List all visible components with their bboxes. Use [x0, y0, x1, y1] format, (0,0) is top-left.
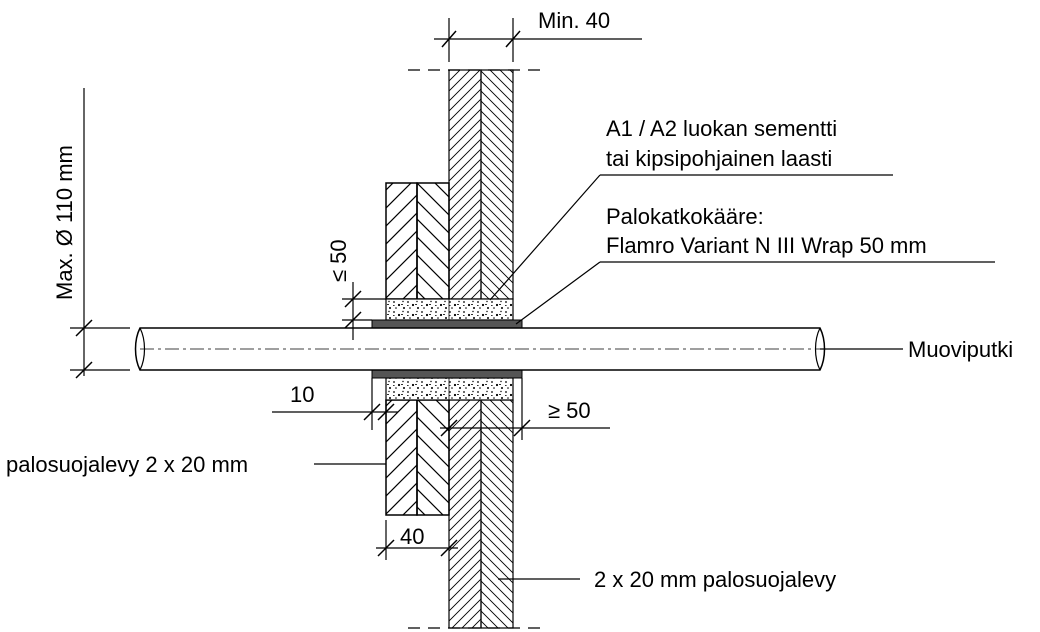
label-board-left: palosuojalevy 2 x 20 mm — [6, 452, 248, 477]
dimension-max-diameter — [70, 88, 130, 379]
label-dim-40: 40 — [400, 524, 424, 549]
label-min-40: Min. 40 — [538, 8, 610, 33]
label-pipe: Muoviputki — [908, 337, 1013, 362]
dimension-ge-50 — [440, 378, 610, 440]
label-mortar-line1: A1 / A2 luokan sementti — [606, 116, 837, 141]
label-mortar-line2: tai kipsipohjainen laasti — [606, 146, 832, 171]
label-le-50: ≤ 50 — [326, 239, 351, 282]
label-dim-10: 10 — [290, 382, 314, 407]
label-max-diameter: Max. Ø 110 mm — [52, 145, 77, 300]
dimension-min-40 — [434, 18, 642, 62]
dimension-10 — [272, 378, 398, 430]
label-wrap-line1: Palokatkokääre: — [606, 204, 764, 229]
plastic-pipe — [134, 327, 826, 371]
label-ge-50: ≥ 50 — [548, 398, 591, 423]
labels: Min. 40 A1 / A2 luokan sementti tai kips… — [6, 8, 1013, 592]
dimension-40 — [376, 520, 458, 560]
dimension-le-50 — [342, 282, 386, 340]
label-wrap-line2: Flamro Variant N III Wrap 50 mm — [606, 233, 927, 258]
label-board-wall: 2 x 20 mm palosuojalevy — [594, 567, 836, 592]
leader-lines — [314, 174, 995, 580]
